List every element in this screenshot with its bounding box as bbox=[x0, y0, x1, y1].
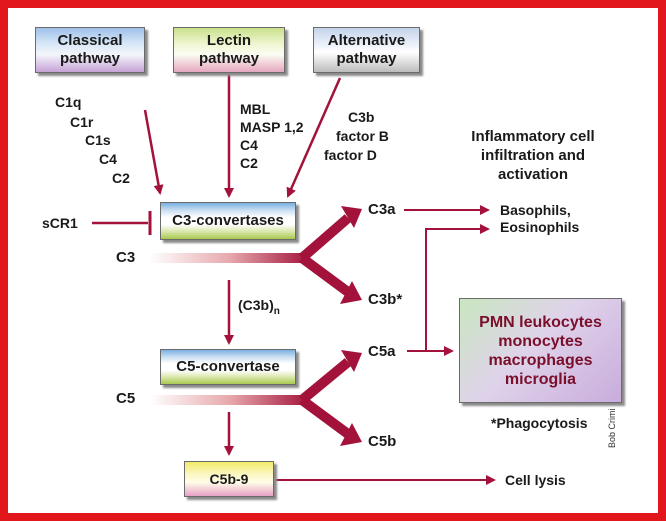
alternative-factor-3: factor D bbox=[324, 147, 377, 163]
classical-pathway-label: Classical pathway bbox=[57, 32, 123, 67]
c5a-to-basophils-arrow bbox=[425, 224, 490, 351]
c3b-n-label: (C3b)n bbox=[238, 297, 280, 317]
c5b-9-label: C5b-9 bbox=[209, 471, 249, 487]
cell-lysis-label: Cell lysis bbox=[505, 472, 566, 488]
inflammatory-label: Inflammatory cell infiltration and activ… bbox=[471, 128, 595, 183]
scr1-label: sCR1 bbox=[42, 215, 78, 231]
c5b-fork bbox=[299, 395, 351, 439]
c3a-label: C3a bbox=[368, 201, 396, 218]
lectin-pathway-label: Lectin pathway bbox=[198, 32, 259, 67]
c3a-arrowhead bbox=[341, 206, 362, 228]
classical-arrow bbox=[143, 109, 164, 195]
pmn-line-4: microglia bbox=[504, 370, 577, 388]
c5-convertase-label: C5-convertase bbox=[176, 358, 280, 375]
c3-convertases-box: C3-convertases bbox=[160, 202, 296, 240]
c5b-arrowhead bbox=[340, 423, 362, 446]
lectin-factor-3: C4 bbox=[240, 137, 258, 153]
c3b-fork bbox=[299, 253, 351, 297]
c3b-label: C3b* bbox=[368, 291, 403, 308]
c3-label: C3 bbox=[116, 249, 136, 266]
alternative-factor-2: factor B bbox=[336, 128, 389, 144]
c3-convertases-label: C3-convertases bbox=[172, 212, 284, 229]
c3a-fork bbox=[298, 214, 352, 262]
alternative-arrow bbox=[286, 77, 342, 198]
phagocytosis-note: *Phagocytosis bbox=[491, 415, 588, 431]
c5b-9-box: C5b-9 bbox=[184, 461, 274, 497]
classical-factor-2: C1r bbox=[70, 114, 94, 130]
c5a-label: C5a bbox=[368, 343, 396, 360]
alternative-factor-1: C3b bbox=[348, 109, 375, 125]
lectin-pathway-box: Lectin pathway bbox=[173, 27, 285, 73]
basophils-label: Basophils, Eosinophils bbox=[500, 202, 580, 235]
c5a-arrowhead bbox=[341, 350, 362, 372]
c5-cleavage-bar bbox=[150, 395, 310, 405]
pmn-line-2: monocytes bbox=[498, 332, 583, 350]
c5b-label: C5b bbox=[368, 433, 397, 450]
c5-convertase-box: C5-convertase bbox=[160, 349, 296, 385]
classical-factor-1: C1q bbox=[55, 94, 82, 110]
alternative-pathway-box: Alternative pathway bbox=[313, 27, 420, 73]
c3b-arrowhead bbox=[340, 281, 362, 304]
lectin-factor-1: MBL bbox=[240, 101, 271, 117]
classical-pathway-box: Classical pathway bbox=[35, 27, 145, 73]
classical-factor-4: C4 bbox=[99, 151, 117, 167]
pmn-line-1: PMN leukocytes bbox=[479, 313, 602, 331]
classical-factor-5: C2 bbox=[112, 170, 130, 186]
c5-label: C5 bbox=[116, 390, 136, 407]
pmn-box: PMN leukocytes monocytes macrophages mic… bbox=[459, 298, 622, 403]
pmn-line-3: macrophages bbox=[488, 351, 593, 369]
c3-cleavage-bar bbox=[150, 253, 310, 263]
author-credit: Bob Crimi bbox=[607, 408, 617, 448]
classical-factor-3: C1s bbox=[85, 132, 111, 148]
lectin-factor-4: C2 bbox=[240, 155, 258, 171]
alternative-pathway-label: Alternative pathway bbox=[327, 32, 406, 67]
lectin-factor-2: MASP 1,2 bbox=[240, 119, 304, 135]
c5a-fork bbox=[298, 358, 352, 404]
